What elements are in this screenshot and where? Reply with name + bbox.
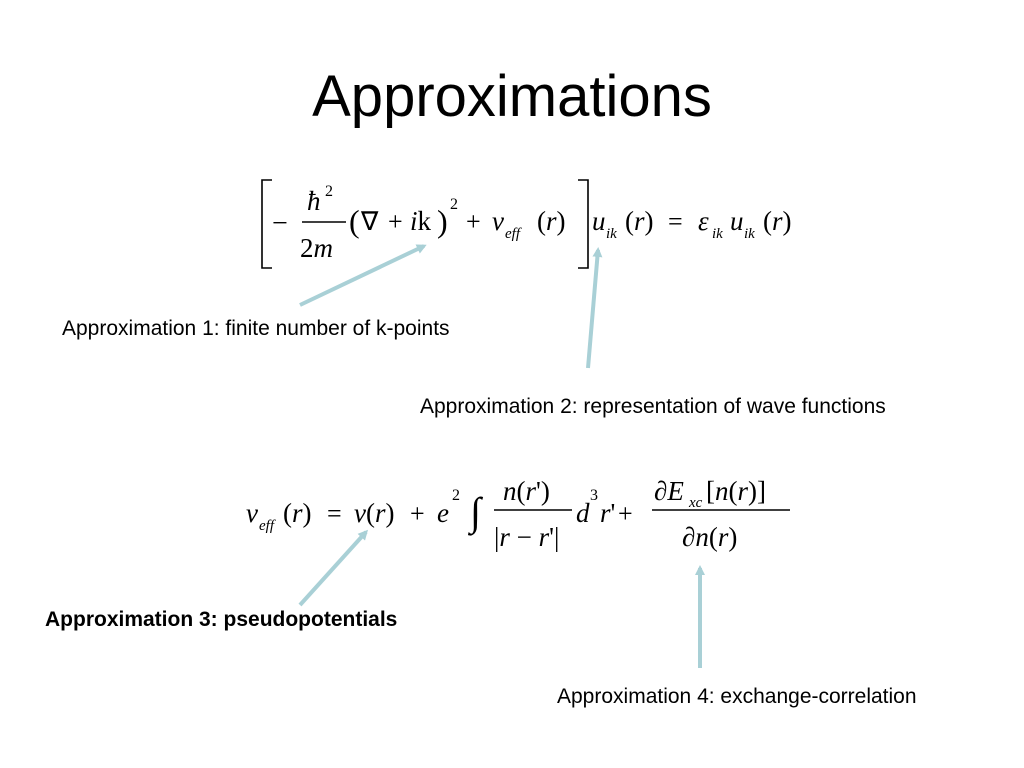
approximation-2-label: Approximation 2: representation of wave …	[420, 395, 886, 418]
ik-subscript: ik	[606, 226, 617, 242]
r-argument-2: (r)	[625, 206, 654, 236]
arrow-approximation-3	[298, 529, 369, 607]
v-symbol-3: v	[246, 498, 258, 528]
e-exponent: 2	[452, 487, 460, 504]
ik-subscript-3: ik	[744, 226, 755, 242]
v-of-r: v(r)	[354, 498, 395, 528]
paren-open: (	[349, 203, 360, 239]
eff-subscript-2: eff	[259, 518, 276, 534]
e-symbol: e	[437, 498, 449, 528]
hbar-exponent: 2	[325, 183, 333, 200]
plus-sign: +	[388, 207, 403, 236]
integral-sign: ∫	[467, 489, 484, 536]
effective-potential-equation: v eff (r) = v(r) + e 2 ∫ n(r') |r − r'| …	[246, 476, 790, 552]
annotation-arrows	[298, 244, 705, 668]
hbar-symbol: ħ	[307, 186, 321, 216]
slide-title: Approximations	[312, 64, 712, 129]
two-m: 2m	[300, 233, 333, 263]
kohn-sham-equation: − ħ 2 2m ( ∇ + ik ) 2 + v eff (r) u ik (…	[261, 179, 792, 269]
right-bracket	[578, 179, 589, 269]
xc-subscript: xc	[688, 495, 703, 511]
r-argument-3: (r)	[763, 206, 792, 236]
paren-exponent: 2	[450, 196, 458, 213]
approximation-3-label: Approximation 3: pseudopotentials	[45, 608, 398, 631]
d-exponent: 3	[590, 487, 598, 504]
eff-subscript: eff	[505, 226, 522, 242]
ik-term: ik	[410, 206, 432, 236]
arrow-approximation-2	[586, 247, 603, 369]
plus-sign-2: +	[466, 207, 481, 236]
minus-sign: −	[272, 208, 288, 239]
equals-sign: =	[668, 207, 683, 236]
exc-numerator: ∂E	[654, 476, 684, 506]
exc-denominator: ∂n(r)	[682, 522, 737, 552]
n-of-r-prime: n(r')	[503, 476, 550, 506]
approximation-4-label: Approximation 4: exchange-correlation	[557, 685, 917, 708]
epsilon-symbol: ε	[698, 206, 709, 236]
exc-functional-arg: [n(r)]	[706, 476, 766, 506]
r-argument: (r)	[537, 206, 566, 236]
plus-sign-3: +	[410, 499, 425, 528]
arrow-approximation-1	[299, 244, 427, 307]
r-argument-4: (r)	[283, 498, 312, 528]
ik-subscript-2: ik	[712, 226, 723, 242]
paren-close: )	[437, 203, 448, 239]
nabla-symbol: ∇	[360, 207, 379, 236]
u-symbol-2: u	[730, 206, 744, 236]
plus-sign-4: +	[618, 499, 633, 528]
distance-term: |r − r'|	[494, 522, 559, 552]
approximation-1-label: Approximation 1: finite number of k-poin…	[62, 317, 450, 340]
r-prime: r'	[600, 498, 615, 528]
d-symbol: d	[576, 498, 590, 528]
u-symbol: u	[592, 206, 606, 236]
v-symbol: v	[492, 206, 504, 236]
equals-sign-2: =	[327, 499, 342, 528]
left-bracket	[261, 179, 272, 269]
